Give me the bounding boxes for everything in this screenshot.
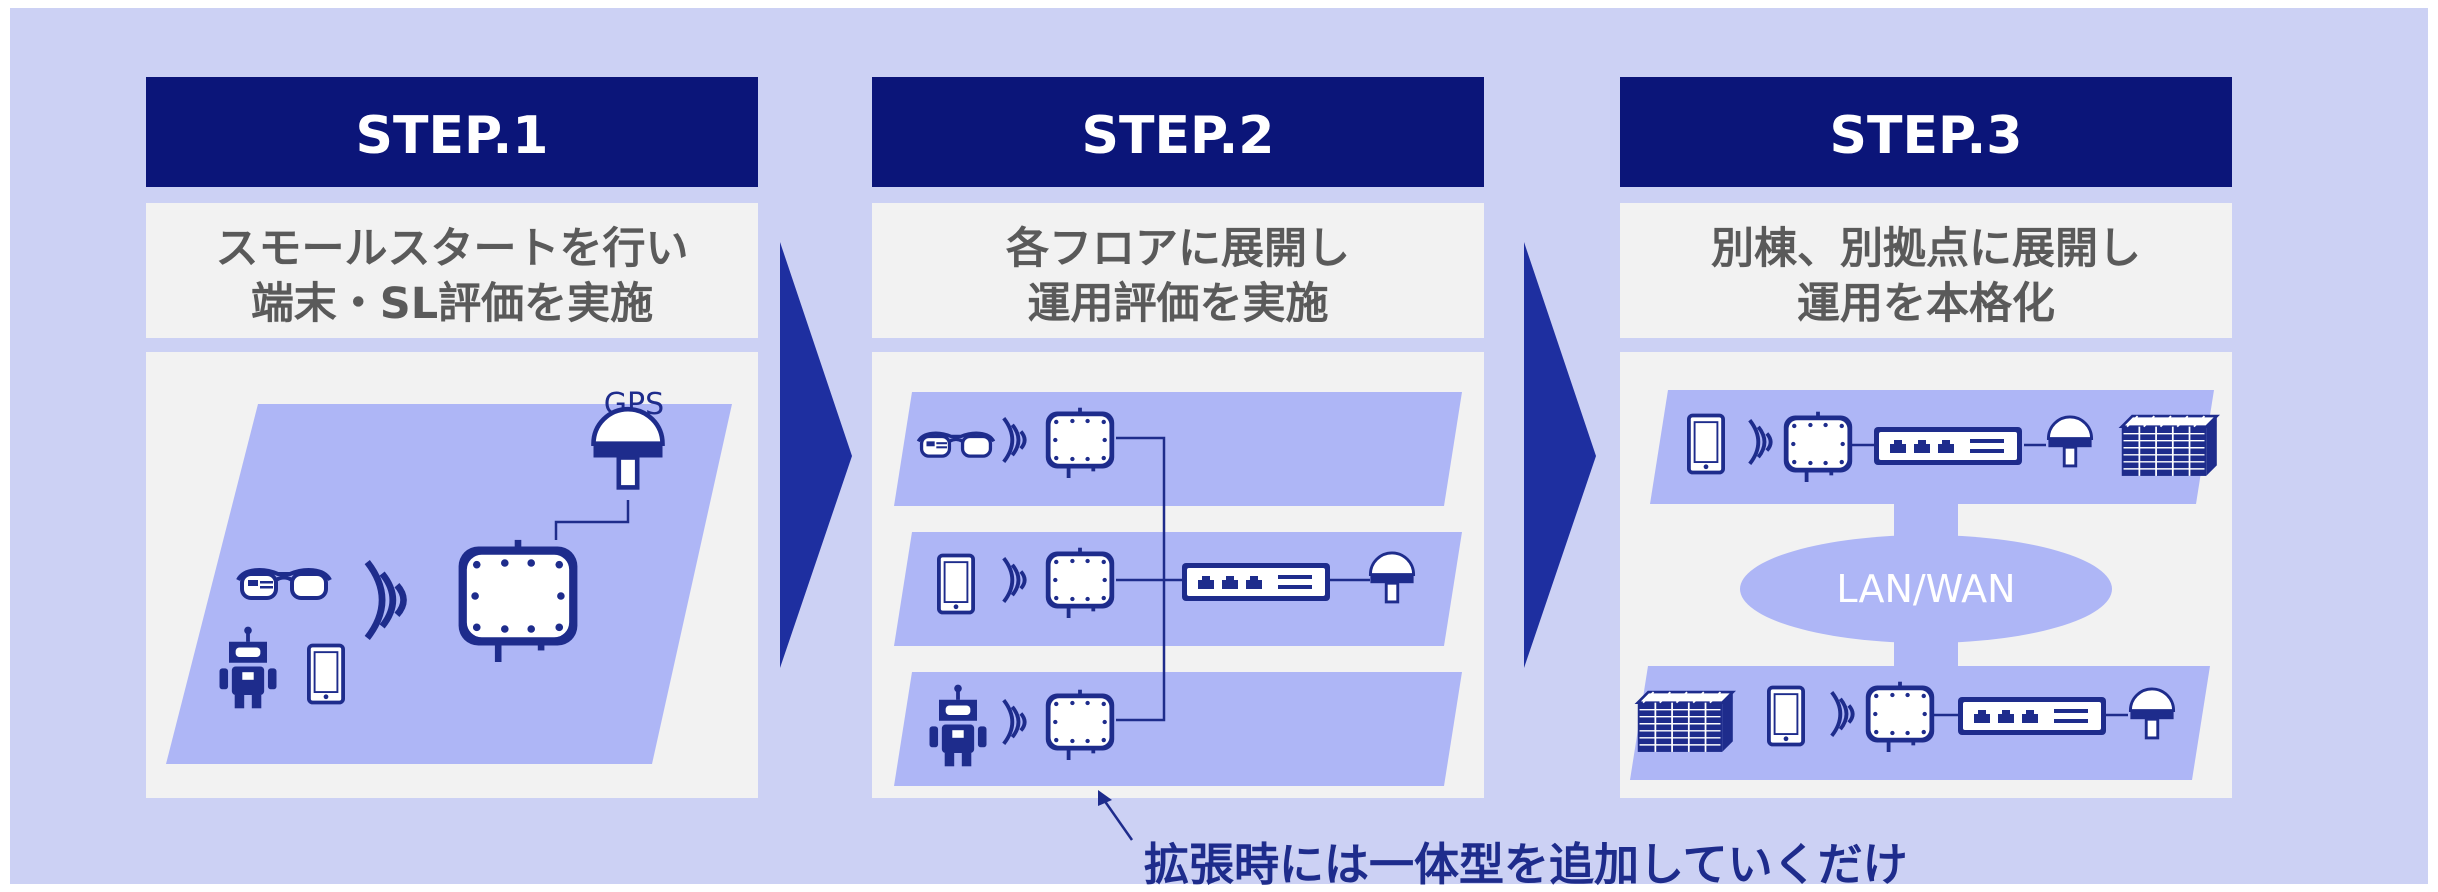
server-rack-icon (1636, 690, 1735, 754)
step-2-title-line1: 各フロアに展開し (1006, 224, 1350, 274)
step-2-floor-2 (894, 532, 1462, 646)
lan-wan-label: LAN/WAN (1836, 567, 2015, 611)
gps-cable (554, 500, 630, 540)
smartphone-icon (937, 553, 975, 615)
step-3-title-line2: 運用を本格化 (1797, 279, 2055, 329)
smartphone-icon (306, 643, 346, 705)
access-point-icon (1781, 409, 1855, 484)
caption-text: 拡張時には一体型を追加していくだけ (1144, 838, 1908, 891)
smartphone-icon (1687, 413, 1725, 475)
arrow-step1-to-step2 (780, 242, 852, 668)
caption-pointer (1098, 790, 1134, 841)
step-1-header (146, 77, 758, 187)
step-2-title-line2: 運用評価を実施 (1028, 279, 1329, 329)
step-1-title-line1: スモールスタートを行い (216, 224, 689, 274)
step-1: STEP.1 スモールスタートを行い 端末・SL評価を実施 GPS (146, 77, 758, 798)
access-point-icon (1043, 687, 1117, 762)
step-3-title-panel (1620, 203, 2232, 338)
network-switch-icon (1874, 427, 2022, 465)
step-1-header-label: STEP.1 (356, 106, 549, 166)
step-3-header (1620, 77, 2232, 187)
network-switch-icon (1958, 697, 2106, 735)
step-1-title-line2: 端末・SL評価を実施 (251, 279, 653, 329)
access-point-icon (1863, 679, 1937, 754)
step-2-title-panel (872, 203, 1484, 338)
step-1-title-panel (146, 203, 758, 338)
step-2-floor-3 (894, 672, 1462, 786)
step-2-floor-1 (894, 392, 1462, 506)
access-point-icon (459, 540, 578, 662)
access-point-icon (1043, 545, 1117, 620)
step-2: STEP.2 各フロアに展開し 運用評価を実施 (872, 77, 1484, 798)
step-3-header-label: STEP.3 (1830, 106, 2023, 166)
step-3: STEP.3 別棟、別拠点に展開し 運用を本格化 LAN/WAN (1620, 77, 2232, 798)
access-point-icon (1043, 405, 1117, 480)
step-3-title-line1: 別棟、別拠点に展開し (1711, 224, 2141, 274)
lan-wan-cloud (1740, 535, 2112, 643)
step-2-header-label: STEP.2 (1082, 106, 1275, 166)
server-rack-icon (2120, 414, 2219, 478)
arrow-step2-to-step3 (1524, 242, 1596, 668)
network-switch-icon (1182, 563, 1330, 601)
smartphone-icon (1767, 685, 1805, 747)
step-2-header (872, 77, 1484, 187)
